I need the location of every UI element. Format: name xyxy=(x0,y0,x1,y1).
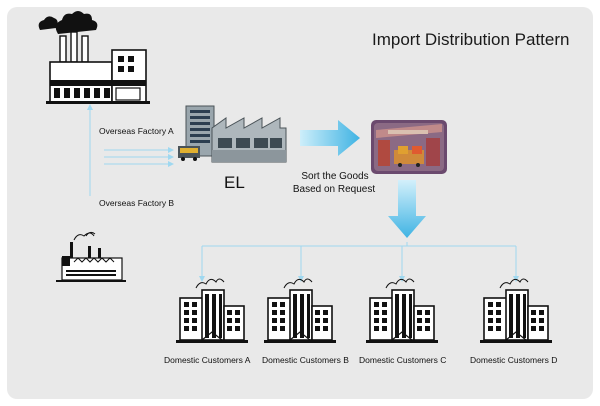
warehouse-icon xyxy=(178,105,287,163)
distribution-lines xyxy=(199,242,519,282)
el-to-sort-arrow xyxy=(300,120,360,156)
customer-d-label: Domestic Customers D xyxy=(470,355,558,365)
customer-a-building-icon xyxy=(175,278,249,344)
sort-label-line2: Based on Request xyxy=(292,184,376,195)
sort-label-line1: Sort the Goods xyxy=(301,171,369,182)
el-label: EL xyxy=(224,173,245,192)
factory-a-icon xyxy=(38,11,150,104)
diagram-title: Import Distribution Pattern xyxy=(372,30,570,49)
customer-c-label: Domestic Customers C xyxy=(359,355,447,365)
factory-link-arrow-up xyxy=(87,104,93,110)
customer-a-label: Domestic Customers A xyxy=(164,355,251,365)
factory-to-el-arrows xyxy=(104,147,174,167)
sorting-facility-icon xyxy=(371,120,447,174)
factory-a-label: Overseas Factory A xyxy=(99,126,174,136)
customer-b-label: Domestic Customers B xyxy=(262,355,349,365)
customer-b-building-icon xyxy=(263,278,337,344)
factory-b-label: Overseas Factory B xyxy=(99,198,175,208)
factory-b-icon xyxy=(56,231,126,282)
sort-to-customers-arrow xyxy=(388,180,426,238)
customer-c-building-icon xyxy=(365,278,439,344)
customer-d-building-icon xyxy=(479,278,553,344)
